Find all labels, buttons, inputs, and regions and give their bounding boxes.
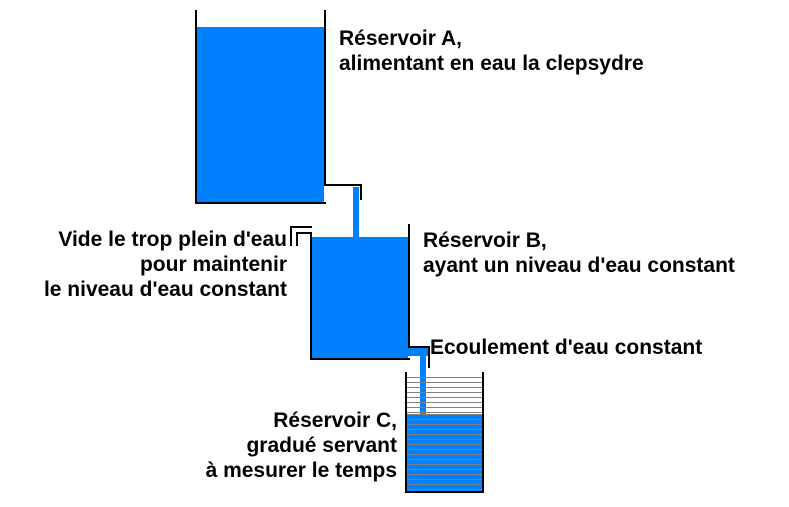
reservoir-b-water	[312, 237, 408, 358]
reservoir-c-bottom	[405, 491, 484, 493]
reservoir-b-right-wall	[408, 224, 410, 348]
reservoir-a-bottom	[195, 202, 326, 204]
overflow-pipe-outer-top	[290, 226, 312, 228]
label-reservoir-a: Réservoir A, alimentant en eau la clepsy…	[339, 26, 644, 76]
label-ecoulement-line1: Ecoulement d'eau constant	[430, 336, 703, 359]
reservoir-a-left-wall	[195, 10, 197, 204]
label-overflow: Vide le trop plein d'eau pour maintenir …	[44, 227, 287, 302]
overflow-pipe-inner-top	[296, 232, 312, 234]
overflow-pipe-outer-left	[290, 226, 292, 246]
label-reservoir-a-line2: alimentant en eau la clepsydre	[339, 52, 644, 75]
reservoir-b-spout-water	[408, 348, 428, 356]
label-overflow-line1: Vide le trop plein d'eau	[58, 228, 287, 251]
label-reservoir-c-line2: gradué servant	[246, 434, 397, 457]
label-reservoir-a-line1: Réservoir A,	[339, 27, 462, 50]
label-reservoir-c-line3: à mesurer le temps	[205, 459, 397, 482]
label-reservoir-c-line1: Réservoir C,	[273, 409, 397, 432]
reservoir-c-water	[407, 414, 482, 491]
reservoir-c-right-wall	[482, 372, 484, 493]
reservoir-b-spout-right	[428, 346, 430, 368]
water-stream-a-to-b	[353, 187, 359, 238]
reservoir-a-water	[197, 27, 324, 202]
label-ecoulement: Ecoulement d'eau constant	[430, 335, 702, 360]
label-reservoir-c: Réservoir C, gradué servant à mesurer le…	[206, 408, 397, 483]
label-reservoir-b-line2: ayant un niveau d'eau constant	[423, 254, 735, 277]
reservoir-a-spout-right	[360, 184, 362, 200]
label-overflow-line3: le niveau d'eau constant	[43, 278, 287, 301]
reservoir-c-left-wall	[405, 372, 407, 493]
reservoir-a-right-wall	[324, 10, 326, 185]
reservoir-b-left-wall	[310, 234, 312, 360]
reservoir-c-graduations-empty	[407, 377, 482, 414]
reservoir-a-spout-top	[324, 184, 362, 186]
overflow-pipe-inner-left	[296, 232, 298, 246]
reservoir-b-spout-top	[408, 346, 430, 348]
label-reservoir-b: Réservoir B, ayant un niveau d'eau const…	[423, 228, 735, 278]
label-reservoir-b-line1: Réservoir B,	[423, 229, 547, 252]
label-overflow-line2: pour maintenir	[139, 253, 287, 276]
reservoir-b-bottom	[310, 358, 410, 360]
